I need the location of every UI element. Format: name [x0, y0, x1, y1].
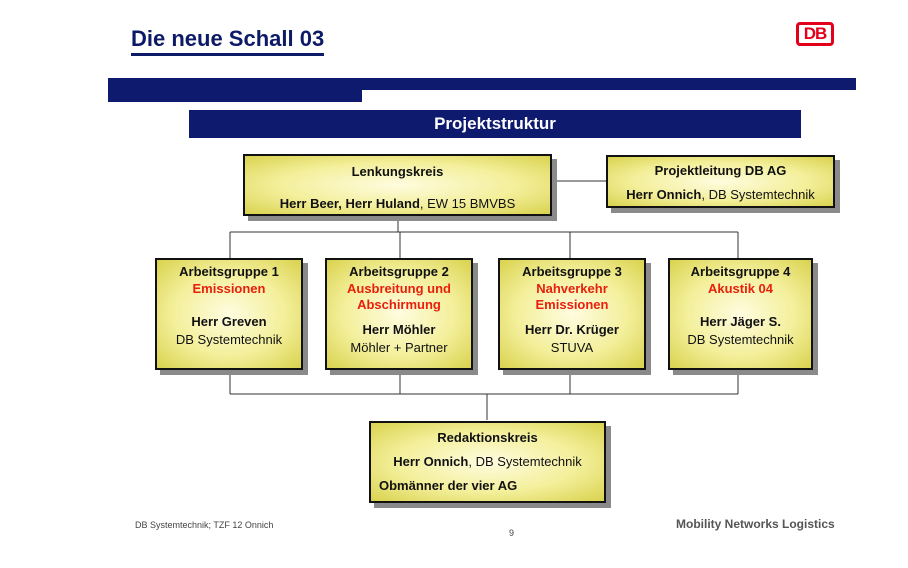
box-arbeitsgruppe-4: Arbeitsgruppe 4 Akustik 04 Herr Jäger S.…	[668, 258, 813, 370]
ag3-topic-line-1: Nahverkehr	[536, 281, 608, 296]
ag1-person: Herr Greven	[191, 314, 267, 329]
redaktionskreis-title: Redaktionskreis	[437, 430, 538, 445]
lenkungskreis-title: Lenkungskreis	[351, 164, 444, 179]
section-title-bar: Projektstruktur	[189, 110, 801, 138]
ag1-topic: Emissionen	[192, 281, 266, 296]
ag2-topic-line-1: Ausbreitung und	[347, 281, 451, 296]
footer-source: DB Systemtechnik; TZF 12 Onnich	[135, 520, 274, 530]
redaktionskreis-note: Obmänner der vier AG	[379, 478, 518, 493]
page-title: Die neue Schall 03	[131, 26, 325, 56]
box-lenkungskreis: Lenkungskreis Herr Beer, Herr Huland, EW…	[243, 154, 552, 216]
ag4-topic: Akustik 04	[707, 281, 774, 296]
ag3-topic-line-2: Emissionen	[535, 297, 609, 312]
ag3-title: Arbeitsgruppe 3	[522, 264, 622, 279]
ag1-title: Arbeitsgruppe 1	[179, 264, 279, 279]
header-bar-top	[108, 78, 856, 90]
ag4-title: Arbeitsgruppe 4	[690, 264, 791, 279]
ag3-person: Herr Dr. Krüger	[525, 322, 619, 337]
footer-page-number: 9	[509, 528, 515, 538]
box-projektleitung: Projektleitung DB AG Herr Onnich, DB Sys…	[606, 155, 835, 208]
ag2-title: Arbeitsgruppe 2	[349, 264, 449, 279]
box-redaktionskreis: Redaktionskreis Herr Onnich, DB Systemte…	[369, 421, 606, 503]
box-arbeitsgruppe-3: Arbeitsgruppe 3 Nahverkehr Emissionen He…	[498, 258, 646, 370]
ag3-org: STUVA	[550, 340, 594, 355]
redaktionskreis-person: Herr Onnich, DB Systemtechnik	[393, 454, 582, 469]
box-arbeitsgruppe-1: Arbeitsgruppe 1 Emissionen Herr Greven D…	[155, 258, 303, 370]
ag2-topic-line-2: Abschirmung	[357, 297, 441, 312]
box-arbeitsgruppe-2: Arbeitsgruppe 2 Ausbreitung und Abschirm…	[325, 258, 473, 370]
ag1-org: DB Systemtechnik	[175, 332, 283, 347]
db-logo: DB	[796, 22, 834, 46]
projektleitung-person: Herr Onnich, DB Systemtechnik	[626, 187, 815, 202]
ag4-org: DB Systemtechnik	[687, 332, 794, 347]
ag2-person: Herr Möhler	[362, 322, 436, 337]
projektleitung-title: Projektleitung DB AG	[654, 163, 787, 178]
ag2-org: Möhler + Partner	[350, 340, 448, 355]
lenkungskreis-members: Herr Beer, Herr Huland, EW 15 BMVBS	[279, 196, 516, 211]
footer-tagline: Mobility Networks Logistics	[676, 517, 835, 531]
ag4-person: Herr Jäger S.	[700, 314, 781, 329]
header-bar-bottom	[108, 90, 362, 102]
